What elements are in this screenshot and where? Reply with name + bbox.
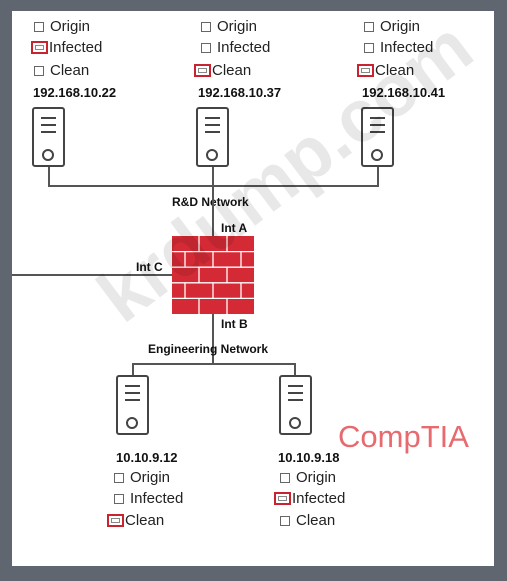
host-1-origin-checkbox[interactable]: [34, 21, 44, 32]
host-1-origin-option[interactable]: Origin: [34, 18, 90, 35]
int-b-label: Int B: [221, 317, 248, 331]
watermark-text: krdump.com: [82, 4, 488, 339]
host-5-origin-checkbox[interactable]: [280, 472, 290, 483]
host-4-origin-option[interactable]: Origin: [114, 469, 170, 486]
server-icon[interactable]: [116, 375, 149, 435]
host-3-origin-checkbox[interactable]: [364, 21, 374, 32]
connector-line: [212, 314, 214, 363]
host-1-ip: 192.168.10.22: [33, 85, 117, 100]
host-1-infected-checkbox[interactable]: [31, 41, 48, 54]
int-a-label: Int A: [221, 221, 248, 235]
diagram-panel: Origin Infected Clean 192.168.10.22 Orig…: [12, 5, 494, 566]
host-5-infected-option[interactable]: Infected: [274, 490, 345, 507]
firewall-icon[interactable]: [172, 236, 254, 314]
host-4-clean-option[interactable]: Clean: [107, 512, 164, 529]
connector-line: [212, 167, 214, 185]
server-icon[interactable]: [361, 107, 394, 167]
connector-line: [377, 167, 379, 185]
connector-line: [48, 167, 50, 185]
host-3-infected-option[interactable]: Infected: [364, 39, 433, 56]
host-5-clean-option[interactable]: Clean: [280, 512, 335, 529]
host-1-clean-checkbox[interactable]: [34, 65, 44, 76]
host-4-clean-checkbox[interactable]: [107, 514, 124, 527]
host-3-ip: 192.168.10.41: [362, 85, 446, 100]
host-2-ip: 192.168.10.37: [198, 85, 282, 100]
host-3-origin-option[interactable]: Origin: [364, 18, 420, 35]
host-5-origin-option[interactable]: Origin: [280, 469, 336, 486]
host-4-ip: 10.10.9.12: [116, 450, 178, 465]
host-5-clean-checkbox[interactable]: [280, 515, 290, 526]
host-5-ip: 10.10.9.18: [278, 450, 340, 465]
int-c-link: [12, 274, 172, 276]
brand-logo: CompTIA: [338, 419, 469, 454]
host-2-origin-checkbox[interactable]: [201, 21, 211, 32]
connector-line: [132, 363, 134, 375]
connector-line: [294, 363, 296, 375]
server-icon[interactable]: [196, 107, 229, 167]
host-2-clean-option[interactable]: Clean: [194, 62, 251, 79]
host-2-origin-option[interactable]: Origin: [201, 18, 257, 35]
host-4-infected-option[interactable]: Infected: [114, 490, 183, 507]
server-icon[interactable]: [279, 375, 312, 435]
int-c-label: Int C: [136, 260, 163, 274]
engineering-network-label: Engineering Network: [148, 342, 269, 356]
rd-network-label: R&D Network: [172, 195, 249, 209]
host-1-clean-option[interactable]: Clean: [34, 62, 89, 79]
server-icon[interactable]: [32, 107, 65, 167]
host-1-infected-option[interactable]: Infected: [31, 39, 102, 56]
host-3-clean-checkbox[interactable]: [357, 64, 374, 77]
host-2-clean-checkbox[interactable]: [194, 64, 211, 77]
host-3-clean-option[interactable]: Clean: [357, 62, 414, 79]
engineering-network-bus: [132, 363, 294, 365]
host-2-infected-option[interactable]: Infected: [201, 39, 270, 56]
host-2-infected-checkbox[interactable]: [201, 42, 211, 53]
rd-network-bus: [48, 185, 379, 187]
host-3-infected-checkbox[interactable]: [364, 42, 374, 53]
host-5-infected-checkbox[interactable]: [274, 492, 291, 505]
host-4-origin-checkbox[interactable]: [114, 472, 124, 483]
connector-line: [212, 187, 214, 236]
host-4-infected-checkbox[interactable]: [114, 493, 124, 504]
